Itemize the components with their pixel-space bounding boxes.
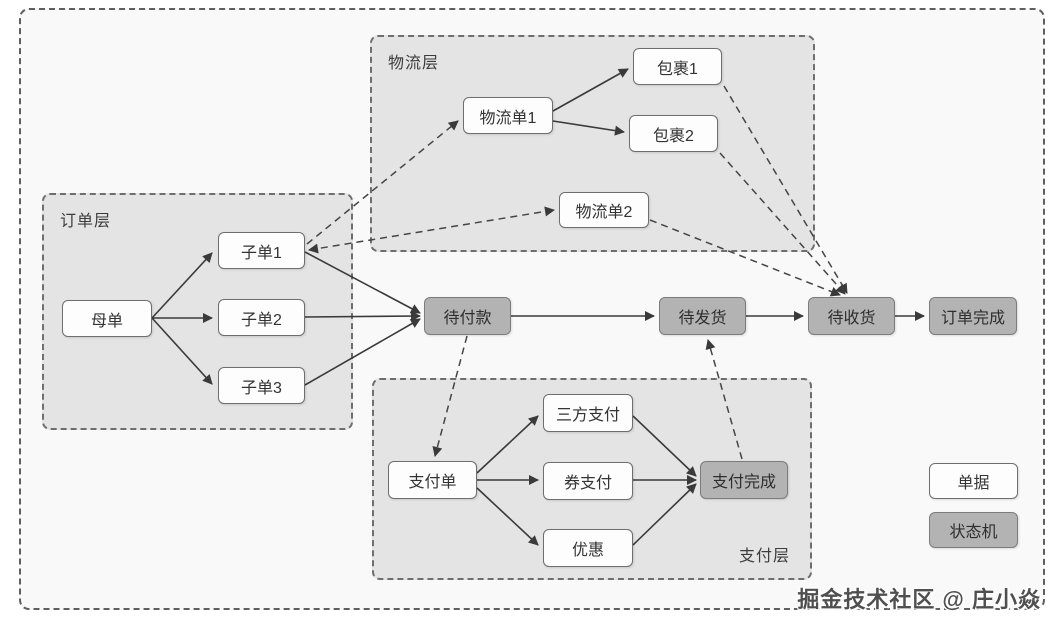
state-order-complete: 订单完成 [929, 297, 1017, 335]
node-sub-order-2: 子单2 [218, 299, 305, 336]
legend-state-machine-box: 状态机 [929, 512, 1018, 548]
node-payment-order: 支付单 [388, 461, 477, 499]
state-pending-shipment: 待发货 [659, 297, 746, 335]
node-logistics-order-1: 物流单1 [463, 97, 553, 134]
node-logistics-order-2: 物流单2 [559, 192, 649, 228]
node-package-1: 包裹1 [633, 48, 722, 85]
logistics-layer-label: 物流层 [388, 55, 440, 72]
order-layer-label: 订单层 [60, 213, 112, 230]
state-payment-complete: 支付完成 [700, 461, 788, 499]
node-discount: 优惠 [543, 529, 633, 567]
payment-layer-label: 支付层 [738, 548, 790, 565]
node-package-2: 包裹2 [629, 115, 718, 152]
node-sub-order-1: 子单1 [218, 232, 305, 269]
state-pending-payment: 待付款 [424, 297, 511, 335]
node-third-party-payment: 三方支付 [543, 394, 633, 432]
node-voucher-payment: 券支付 [543, 462, 633, 500]
node-sub-order-3: 子单3 [218, 367, 305, 404]
state-pending-receipt: 待收货 [808, 297, 895, 335]
node-parent-order: 母单 [62, 300, 152, 337]
legend-document-box: 单据 [929, 463, 1018, 499]
watermark-text: 掘金技术社区 @ 庄小焱 [797, 587, 1041, 612]
